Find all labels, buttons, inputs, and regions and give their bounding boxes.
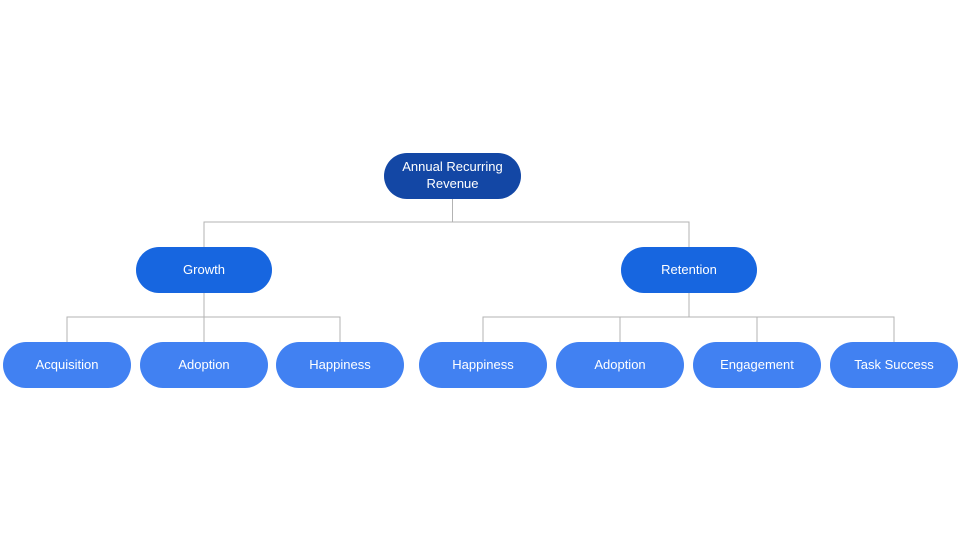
connector-retention-to-children — [482, 293, 895, 342]
node-engagement-label: Engagement — [720, 356, 794, 372]
node-annual-recurring-revenue-label: Annual Recurring Revenue — [402, 159, 503, 191]
node-task-success[interactable]: Task Success — [830, 342, 958, 388]
connector-root-to-branches — [203, 199, 690, 247]
node-annual-recurring-revenue[interactable]: Annual Recurring Revenue — [384, 153, 521, 199]
node-happiness-retention[interactable]: Happiness — [419, 342, 547, 388]
node-happiness-growth[interactable]: Happiness — [276, 342, 404, 388]
node-engagement[interactable]: Engagement — [693, 342, 821, 388]
node-growth-label: Growth — [183, 261, 225, 277]
node-adoption-retention-label: Adoption — [594, 356, 646, 372]
node-acquisition[interactable]: Acquisition — [3, 342, 131, 388]
node-acquisition-label: Acquisition — [35, 356, 99, 372]
connector-growth-to-children — [66, 293, 341, 342]
node-growth[interactable]: Growth — [136, 247, 272, 293]
node-happiness-growth-label: Happiness — [309, 356, 371, 372]
node-adoption-growth[interactable]: Adoption — [140, 342, 268, 388]
node-task-success-label: Task Success — [854, 356, 934, 372]
node-retention-label: Retention — [661, 261, 717, 277]
node-happiness-retention-label: Happiness — [452, 356, 514, 372]
node-retention[interactable]: Retention — [621, 247, 757, 293]
node-adoption-growth-label: Adoption — [178, 356, 230, 372]
node-adoption-retention[interactable]: Adoption — [556, 342, 684, 388]
